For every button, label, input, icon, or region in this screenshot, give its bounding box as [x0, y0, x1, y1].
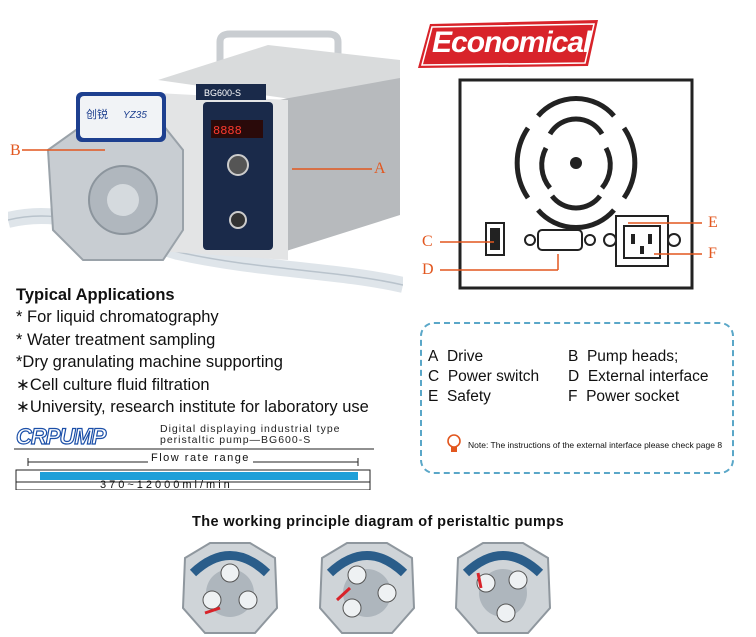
legend-item-f: F Power socket [568, 388, 680, 405]
logo-underline [14, 448, 374, 450]
callout-c-label: C [422, 233, 433, 250]
callout-b-label: B [10, 142, 21, 159]
legend-item-a: A Drive [428, 348, 484, 365]
callout-a-line [292, 168, 372, 170]
applications-section: Typical Applications * For liquid chroma… [16, 285, 416, 419]
svg-text:8888: 8888 [213, 124, 242, 138]
flow-rate-range: 370~12000ml/min [100, 479, 233, 491]
flow-rate-bar [15, 458, 371, 490]
legend-item-c: C Power switch [428, 368, 540, 385]
callout-e-label: E [708, 214, 718, 231]
pump-diagram-3 [454, 542, 552, 634]
svg-text:BG600-S: BG600-S [204, 88, 241, 98]
application-item: ∗Cell culture fluid filtration [16, 375, 210, 394]
pump-back-panel [458, 78, 694, 290]
pump-diagram-1 [181, 542, 279, 634]
callout-d-label: D [422, 261, 434, 278]
brand-label: 创锐 [86, 107, 108, 121]
crpump-logo: CRPUMP [15, 423, 107, 449]
legend-item-e: E Safety [428, 388, 491, 405]
pump-diagram-2 [318, 542, 416, 634]
callout-b-line [22, 149, 105, 151]
economical-banner [418, 20, 598, 68]
callout-a-label: A [374, 160, 386, 177]
legend-box: A Drive B Pump heads; C Power switch D E… [420, 322, 734, 474]
pump-product-photo: 8888 创锐 YZ35 BG600-S [8, 30, 403, 293]
legend-note: Note: The instructions of the external i… [468, 440, 723, 450]
banner-text: Economical [432, 26, 591, 59]
legend-item-d: D External interface [568, 368, 709, 385]
application-item: * For liquid chromatography [16, 308, 219, 326]
legend-item-b: B Pump heads; [568, 348, 679, 365]
product-description: Digital displaying industrial type peris… [160, 423, 341, 446]
callout-f-label: F [708, 245, 717, 262]
lightbulb-icon [447, 434, 461, 452]
flow-rate-label: Flow rate range [148, 452, 253, 464]
back-callout-lines [440, 222, 702, 271]
application-item: ∗University, research institute for labo… [16, 398, 369, 416]
principle-title: The working principle diagram of perista… [191, 514, 565, 530]
applications-title: Typical Applications [16, 286, 175, 304]
application-item: *Dry granulating machine supporting [16, 353, 283, 371]
svg-text:YZ35: YZ35 [123, 110, 147, 121]
application-item: * Water treatment sampling [16, 330, 216, 349]
